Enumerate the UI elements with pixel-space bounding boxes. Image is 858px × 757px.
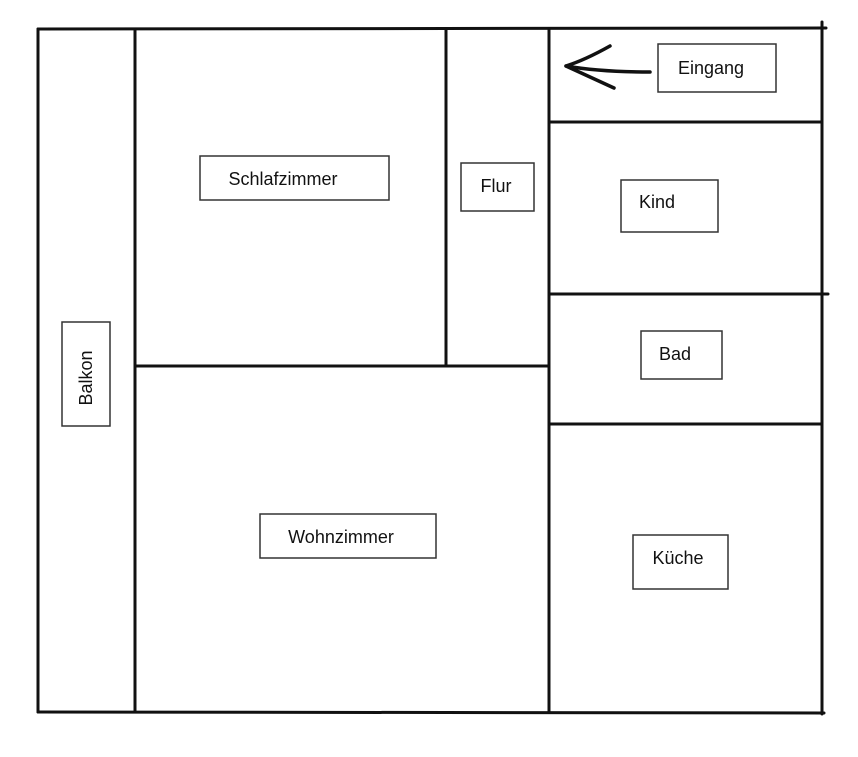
label-box	[460, 162, 535, 212]
room-name: Kind	[639, 192, 675, 212]
room-label-kueche: Küche	[632, 534, 729, 590]
room-label-balkon: Balkon	[61, 321, 111, 427]
label-box	[61, 321, 111, 427]
room-label-bad: Bad	[640, 330, 723, 380]
room-name: Bad	[659, 344, 691, 364]
label-box	[632, 534, 729, 590]
label-box	[620, 179, 719, 233]
room-name: Wohnzimmer	[288, 527, 394, 547]
room-name: Küche	[652, 548, 703, 568]
outer-wall-bottom	[36, 710, 826, 715]
room-name: Flur	[481, 176, 512, 196]
label-box	[259, 513, 437, 559]
room-label-flur: Flur	[460, 162, 535, 212]
room-name: Schlafzimmer	[228, 169, 337, 189]
label-box	[657, 43, 777, 93]
room-label-wohnzimmer: Wohnzimmer	[259, 513, 437, 559]
room-label-eingang: Eingang	[657, 43, 777, 93]
arrow-left-icon	[564, 44, 652, 90]
outer-wall-top	[36, 26, 828, 31]
walls	[36, 20, 830, 716]
room-name: Balkon	[76, 350, 96, 405]
label-box	[640, 330, 723, 380]
room-name: Eingang	[678, 58, 744, 78]
room-label-kind: Kind	[620, 179, 719, 233]
label-box	[199, 155, 390, 201]
room-label-schlafzimmer: Schlafzimmer	[199, 155, 390, 201]
